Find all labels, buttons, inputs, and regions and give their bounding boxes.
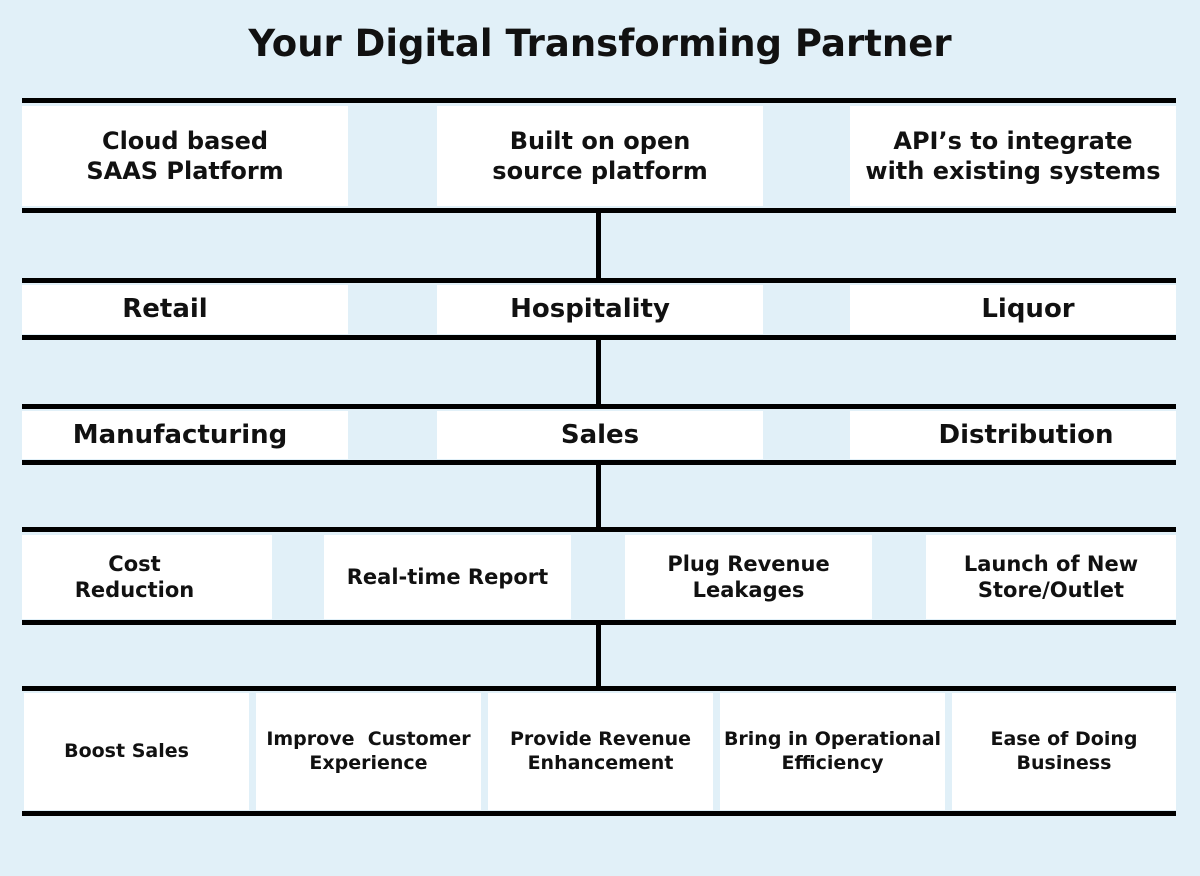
- box-distribution: Distribution: [850, 411, 1176, 459]
- box-api-integrate: API’s to integrate with existing systems: [850, 106, 1176, 206]
- connector-4: [596, 625, 601, 687]
- box-label: Built on open source platform: [492, 127, 708, 185]
- box-label: Liquor: [981, 294, 1075, 325]
- box-realtime-report: Real-time Report: [324, 535, 571, 619]
- box-open-source: Built on open source platform: [437, 106, 763, 206]
- connector-2: [596, 340, 601, 404]
- box-customer-experience: Improve Customer Experience: [256, 693, 481, 810]
- box-plug-revenue: Plug Revenue Leakages: [625, 535, 872, 619]
- box-label: Retail: [122, 294, 208, 325]
- row1-bottom-line: [22, 208, 1176, 213]
- row3-top-line: [22, 404, 1176, 409]
- box-label: Boost Sales: [64, 739, 189, 762]
- box-liquor: Liquor: [850, 285, 1176, 334]
- box-label: Distribution: [938, 419, 1114, 450]
- box-label: Launch of New Store/Outlet: [963, 551, 1139, 602]
- box-operational-efficiency: Bring in Operational Efficiency: [720, 693, 945, 810]
- box-label: Cost Reduction: [74, 551, 195, 602]
- box-label: Improve Customer Experience: [266, 727, 471, 774]
- box-label: Sales: [560, 419, 640, 450]
- row4-top-line: [22, 527, 1176, 532]
- row1-top-line: [22, 98, 1176, 103]
- box-label: Real-time Report: [346, 564, 549, 589]
- box-label: Manufacturing: [72, 419, 288, 450]
- row2-top-line: [22, 278, 1176, 283]
- row5-top-line: [22, 686, 1176, 691]
- connector-3: [596, 465, 601, 528]
- box-hospitality: Hospitality: [437, 285, 763, 334]
- box-cost-reduction: Cost Reduction: [22, 535, 272, 619]
- box-revenue-enhancement: Provide Revenue Enhancement: [488, 693, 713, 810]
- row4-bottom-line: [22, 620, 1176, 625]
- box-label: Provide Revenue Enhancement: [509, 727, 692, 774]
- box-launch-store: Launch of New Store/Outlet: [926, 535, 1176, 619]
- box-label: Hospitality: [510, 294, 670, 325]
- row5-bottom-line: [22, 811, 1176, 816]
- box-label: API’s to integrate with existing systems: [865, 127, 1161, 185]
- box-cloud-saas: Cloud based SAAS Platform: [22, 106, 348, 206]
- box-boost-sales: Boost Sales: [24, 693, 249, 810]
- box-label: Bring in Operational Efficiency: [723, 727, 942, 774]
- box-label: Cloud based SAAS Platform: [86, 127, 284, 185]
- box-manufacturing: Manufacturing: [22, 411, 348, 459]
- row3-bottom-line: [22, 460, 1176, 465]
- box-ease-of-business: Ease of Doing Business: [952, 693, 1176, 810]
- box-label: Plug Revenue Leakages: [667, 551, 830, 602]
- box-sales: Sales: [437, 411, 763, 459]
- row2-bottom-line: [22, 335, 1176, 340]
- page-title: Your Digital Transforming Partner: [248, 22, 952, 65]
- box-label: Ease of Doing Business: [990, 727, 1138, 774]
- box-retail: Retail: [22, 285, 348, 334]
- connector-1: [596, 213, 601, 279]
